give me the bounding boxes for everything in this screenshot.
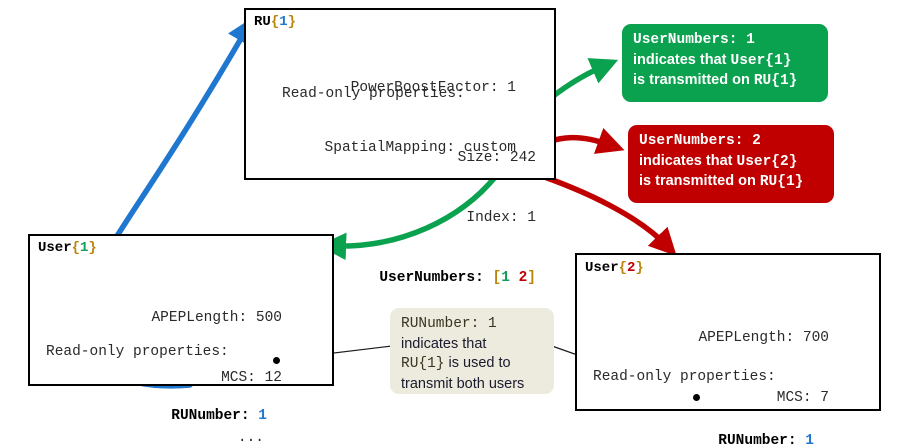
ru1-readonly-properties: Size: 242 Index: 1 UserNumbers: [1 2] — [266, 108, 536, 328]
callout-note-runumber: RUNumber: 1 indicates that RU{1} is used… — [390, 308, 554, 394]
usernumbers-value-1: 1 — [501, 270, 510, 286]
user1-readonly-heading: Read-only properties: — [46, 344, 229, 360]
user2-prop-mcs: MCS: 7 — [776, 390, 829, 406]
ru1-prop-spatialmapping: SpatialMapping: custom — [324, 140, 516, 156]
user1-runumber-anchor-dot — [273, 357, 280, 364]
user2-object-box — [575, 253, 881, 411]
ru1-title-close-brace: } — [287, 14, 297, 30]
user1-title: User{1} — [38, 240, 97, 256]
user2-properties: APEPLength: 700 MCS: 7 ... — [607, 288, 829, 448]
user2-readonly-heading: Read-only properties: — [593, 369, 776, 385]
user1-object-box — [28, 234, 334, 386]
ru1-title-index: 1 — [279, 14, 288, 30]
user2-title-prefix: User — [585, 260, 619, 276]
callout-note-line1: RUNumber: 1 — [401, 316, 497, 332]
user2-title: User{2} — [585, 260, 644, 276]
user2-runumber-anchor-dot — [693, 394, 700, 401]
ru1-object-box — [244, 8, 556, 180]
user1-prop-ellipsis: ... — [237, 430, 264, 446]
usernumbers-open-bracket: [ — [492, 270, 502, 286]
callout-green-line2: indicates that User{1} — [633, 51, 792, 69]
user2-readonly-properties: RUNumber: 1 — [607, 391, 814, 448]
user2-title-close-brace: } — [635, 260, 644, 276]
callout-green-line1: UserNumbers: 1 — [633, 32, 755, 48]
user1-title-prefix: User — [38, 240, 72, 256]
user1-prop-apeplength: APEPLength: 500 — [151, 310, 282, 326]
ru1-title-prefix: RU — [254, 14, 271, 30]
callout-red-line3: is transmitted on RU{1} — [639, 173, 804, 190]
ru1-prop-usernumbers: UserNumbers: [1 2] — [379, 270, 536, 286]
callout-red-line2: indicates that User{2} — [639, 152, 798, 170]
user2-prop-runumber: RUNumber: 1 — [718, 433, 814, 448]
user2-title-open-brace: { — [618, 260, 628, 276]
user2-title-index: 2 — [627, 260, 636, 276]
ru1-prop-powerboostfactor: PowerBoostFactor: 1 — [350, 80, 516, 96]
user2-prop-apeplength: APEPLength: 700 — [698, 330, 829, 346]
callout-red-line1: UserNumbers: 2 — [639, 133, 761, 149]
callout-note-line2: indicates that — [401, 335, 487, 352]
user1-prop-mcs: MCS: 12 — [221, 370, 282, 386]
user1-title-close-brace: } — [88, 240, 97, 256]
ru1-title: RU{1} — [254, 14, 296, 30]
ru1-prop-size: Size: 242 — [457, 150, 536, 166]
callout-red-usernumbers-2: UserNumbers: 2 indicates that User{2} is… — [628, 125, 834, 203]
usernumbers-value-2: 2 — [518, 270, 528, 286]
usernumbers-close-bracket: ] — [527, 270, 536, 286]
user1-runumber-value: 1 — [258, 408, 267, 424]
ru1-readonly-heading: Read-only properties: — [282, 86, 465, 102]
ru1-title-open-brace: { — [270, 14, 280, 30]
callout-green-line3: is transmitted on RU{1} — [633, 72, 798, 89]
ru1-editable-properties: PowerBoostFactor: 1 SpatialMapping: cust… — [266, 38, 516, 198]
user1-readonly-properties: RUNumber: 1 — [60, 366, 267, 448]
callout-note-line4: transmit both users — [401, 375, 525, 392]
user1-prop-runumber: RUNumber: 1 — [171, 408, 267, 424]
user1-properties: APEPLength: 500 MCS: 12 ... — [60, 268, 282, 448]
ru1-prop-index: Index: 1 — [466, 210, 536, 226]
callout-green-usernumbers-1: UserNumbers: 1 indicates that User{1} is… — [622, 24, 828, 102]
user2-runumber-value: 1 — [805, 433, 814, 448]
callout-note-line3: RU{1} is used to — [401, 355, 511, 372]
user1-title-index: 1 — [80, 240, 89, 256]
user1-title-open-brace: { — [71, 240, 81, 256]
